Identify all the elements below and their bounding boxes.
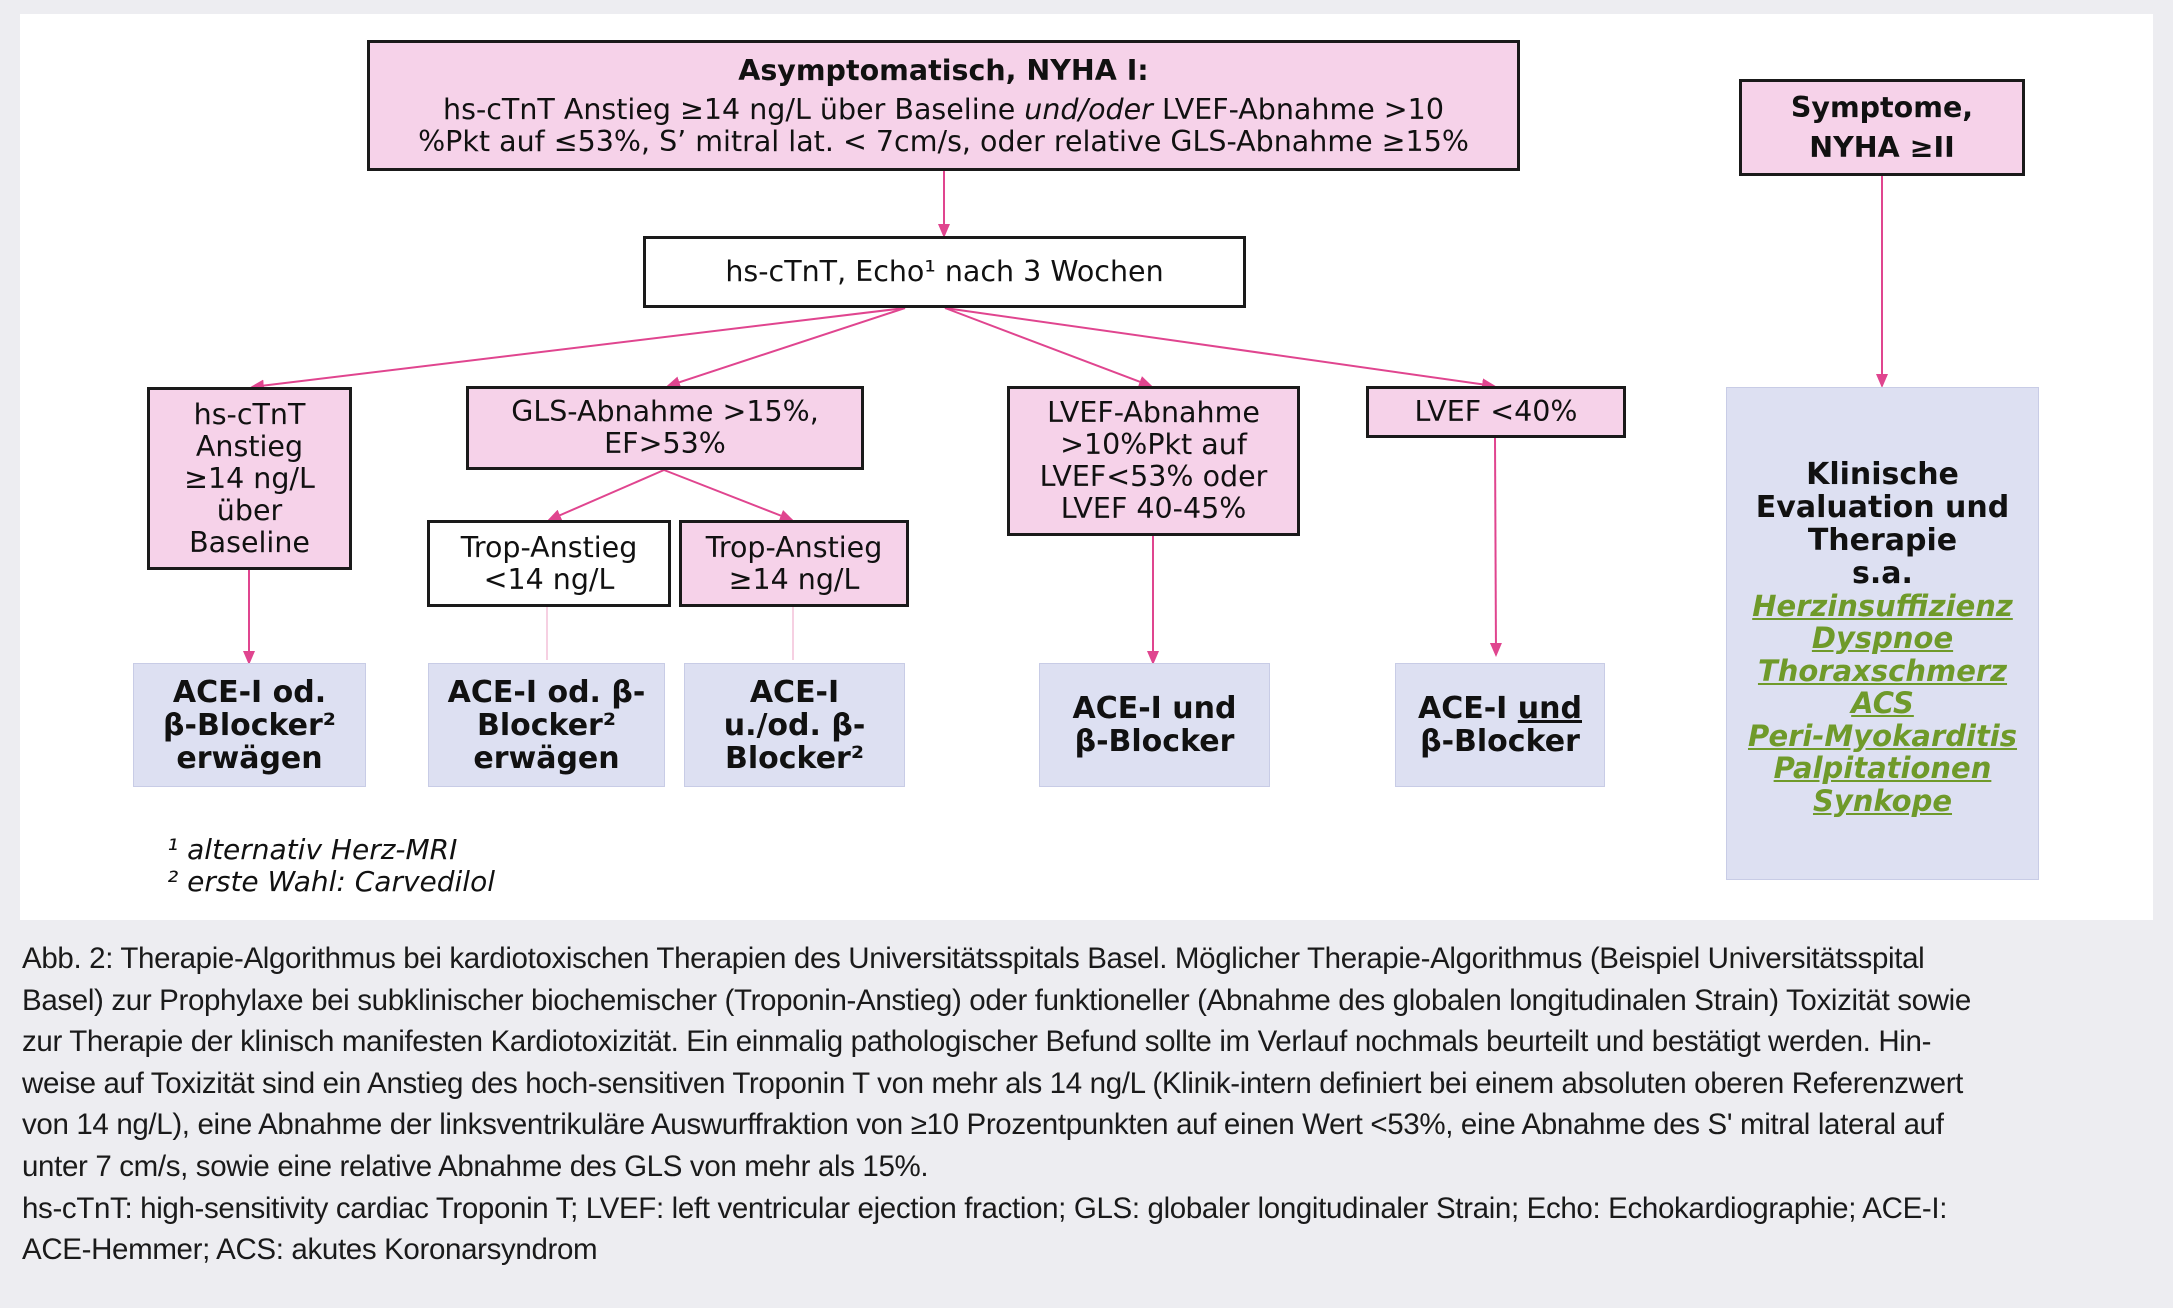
link-palpitationen[interactable]: Palpitationen: [1773, 751, 1992, 786]
trop-low-line: <14 ng/L: [483, 562, 615, 596]
criterion-gls-box: GLS-Abnahme >15%, EF>53%: [466, 386, 864, 470]
clinical-heading-line: Therapie: [1807, 522, 1958, 558]
clinical-heading-line: Evaluation und: [1755, 489, 2010, 525]
asymptomatic-line-1b: und/oder: [1024, 92, 1153, 126]
therapy-2-line: erwägen: [473, 740, 620, 776]
therapy-5-part-b: und: [1517, 691, 1582, 726]
footnote-2: ² erste Wahl: Carvedilol: [167, 865, 495, 898]
arrow-lvef-low-to-therapy: [1489, 437, 1502, 657]
asymptomatic-line-1c: LVEF-Abnahme >10: [1152, 92, 1444, 126]
therapy-box-3: ACE-I u./od. β- Blocker²: [684, 663, 905, 787]
footnote-1: ¹ alternativ Herz-MRI: [167, 833, 458, 866]
criterion-lvef-drop-line: LVEF<53% oder: [1039, 460, 1268, 493]
caption-line: ACE-Hemmer; ACS: akutes Koronarsyndrom: [22, 1233, 598, 1267]
caption-line: unter 7 cm/s, sowie eine relative Abnahm…: [22, 1149, 929, 1183]
therapy-1-line: erwägen: [176, 740, 323, 776]
followup-box: hs-cTnT, Echo¹ nach 3 Wochen: [643, 236, 1246, 308]
criterion-lvef-low-box: LVEF <40%: [1366, 386, 1626, 438]
followup-text: hs-cTnT, Echo¹ nach 3 Wochen: [725, 255, 1164, 288]
therapy-3-line: u./od. β-: [723, 707, 866, 743]
clinical-evaluation-box: Klinische Evaluation und Therapie s.a. H…: [1726, 387, 2039, 880]
trop-high-line: ≥14 ng/L: [728, 562, 860, 596]
therapy-4-line: β-Blocker: [1074, 724, 1235, 759]
asymptomatic-line-1a: hs-cTnT Anstieg ≥14 ng/L über Baseline: [443, 92, 1025, 126]
caption-line: weise auf Toxizität sind ein Anstieg des…: [22, 1066, 1964, 1100]
criterion-hsctnt-line: Baseline: [189, 525, 310, 559]
symptomatic-line-1: Symptome,: [1790, 90, 1974, 124]
therapy-4-line: ACE-I und: [1072, 691, 1237, 726]
asymptomatic-line-1: hs-cTnT Anstieg ≥14 ng/L über Baseline u…: [443, 92, 1444, 126]
therapy-box-5: ACE-I und β-Blocker: [1395, 663, 1605, 787]
asymptomatic-criteria-box: Asymptomatisch, NYHA I: hs-cTnT Anstieg …: [367, 40, 1520, 171]
criterion-hsctnt-line: über: [216, 493, 283, 527]
arrow-followup-to-gls: [666, 307, 906, 388]
therapy-2-line: ACE-I od. β-: [447, 674, 646, 710]
clinical-heading-line: Klinische: [1806, 456, 1959, 492]
criterion-hsctnt-line: Anstieg: [195, 429, 304, 463]
therapy-1-line: ACE-I od.: [172, 674, 327, 710]
link-peri-myokarditis[interactable]: Peri-Myokarditis: [1747, 718, 2018, 753]
therapy-box-1: ACE-I od. β-Blocker² erwägen: [133, 663, 366, 787]
therapy-5-line-2: β-Blocker: [1420, 724, 1580, 759]
therapy-box-2: ACE-I od. β- Blocker² erwägen: [428, 663, 665, 787]
trop-low-box: Trop-Anstieg <14 ng/L: [427, 520, 671, 607]
therapy-2-line: Blocker²: [477, 707, 616, 743]
arrow-gls-to-trop-low: [547, 469, 665, 521]
figure-caption: Abb. 2: Therapie-Algorithmus bei kardiot…: [22, 938, 2152, 1271]
symptomatic-box: Symptome, NYHA ≥II: [1739, 79, 2025, 176]
link-thoraxschmerz[interactable]: Thoraxschmerz: [1757, 653, 2008, 688]
symptomatic-line-2: NYHA ≥II: [1809, 130, 1955, 164]
caption-line: von 14 ng/L), eine Abnahme der linksvent…: [22, 1108, 1944, 1142]
arrow-followup-to-lvef-drop: [944, 307, 1153, 388]
therapy-1-line: β-Blocker²: [163, 707, 336, 743]
criterion-lvef-low-line: LVEF <40%: [1414, 395, 1578, 428]
criterion-lvef-drop-line: LVEF 40-45%: [1060, 492, 1247, 525]
criterion-lvef-drop-line: >10%Pkt auf: [1060, 428, 1247, 461]
arrow-gls-to-trop-high: [663, 469, 794, 522]
caption-line: hs-cTnT: high-sensitivity cardiac Tropon…: [22, 1191, 1948, 1225]
arrow-followup-to-lvef-low: [944, 307, 1496, 391]
asymptomatic-line-2: %Pkt auf ≤53%, S’ mitral lat. < 7cm/s, o…: [418, 124, 1469, 158]
arrow-followup-to-hsctnt: [250, 307, 906, 392]
caption-line: zur Therapie der klinisch manifesten Kar…: [22, 1025, 1932, 1059]
therapy-box-4: ACE-I und β-Blocker: [1039, 663, 1270, 787]
therapy-5-part-a: ACE-I: [1418, 691, 1518, 726]
link-synkope[interactable]: Synkope: [1812, 783, 1953, 818]
criterion-lvef-drop-line: LVEF-Abnahme: [1047, 396, 1260, 429]
trop-low-line: Trop-Anstieg: [460, 530, 638, 564]
link-herzinsuffizienz[interactable]: Herzinsuffizienz: [1752, 588, 2013, 623]
therapy-5-line-1: ACE-I und: [1418, 692, 1582, 725]
criterion-hsctnt-box: hs-cTnT Anstieg ≥14 ng/L über Baseline: [147, 387, 352, 570]
criterion-hsctnt-line: hs-cTnT: [193, 397, 306, 431]
therapy-3-line: Blocker²: [725, 740, 864, 776]
therapy-3-line: ACE-I: [749, 674, 840, 710]
link-dyspnoe[interactable]: Dyspnoe: [1811, 621, 1954, 656]
caption-line: Abb. 2: Therapie-Algorithmus bei kardiot…: [22, 942, 1925, 975]
criterion-gls-line: EF>53%: [604, 427, 726, 460]
clinical-heading-line: s.a.: [1852, 555, 1913, 591]
criterion-gls-line: GLS-Abnahme >15%,: [511, 395, 819, 428]
criterion-lvef-drop-box: LVEF-Abnahme >10%Pkt auf LVEF<53% oder L…: [1007, 386, 1300, 536]
trop-high-line: Trop-Anstieg: [705, 530, 883, 564]
link-acs[interactable]: ACS: [1851, 686, 1914, 721]
trop-high-box: Trop-Anstieg ≥14 ng/L: [679, 520, 909, 607]
asymptomatic-title: Asymptomatisch, NYHA I:: [738, 53, 1149, 87]
criterion-hsctnt-line: ≥14 ng/L: [184, 461, 315, 495]
caption-line: Basel) zur Prophylaxe bei subklinischer …: [22, 983, 1971, 1017]
